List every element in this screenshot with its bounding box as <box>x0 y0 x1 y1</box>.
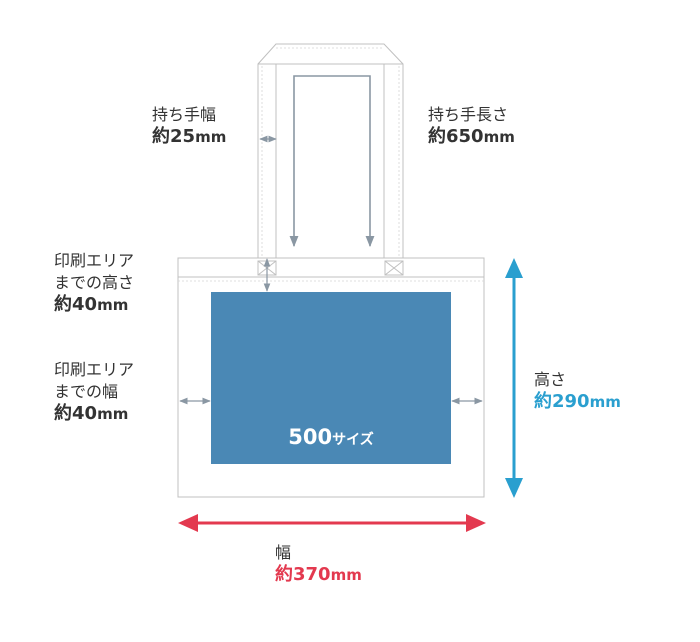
handle-width-label: 持ち手幅 約25mm <box>152 104 226 148</box>
handle-width-value: 約25mm <box>152 126 227 147</box>
bag-width-label: 幅 約370mm <box>275 542 362 586</box>
print-top-label: 印刷エリア までの高さ 約40mm <box>54 250 134 316</box>
print-side-label: 印刷エリア までの幅 約40mm <box>54 359 134 425</box>
handle-outer-outline <box>257 43 404 258</box>
handle-length-arrow <box>289 75 375 248</box>
bag-height-title: 高さ <box>534 370 567 389</box>
print-top-line1: 印刷エリア <box>54 251 135 270</box>
print-area-size-suffix: サイズ <box>332 432 374 448</box>
print-area <box>211 292 451 464</box>
bag-width-arrow <box>178 514 486 532</box>
print-side-value: 約40mm <box>54 403 129 424</box>
print-area-size-label: 500サイズ <box>211 424 451 453</box>
print-area-size-value: 500 <box>288 425 333 449</box>
handle-length-label: 持ち手長さ 約650mm <box>428 104 515 148</box>
handle-length-title: 持ち手長さ <box>428 105 509 124</box>
print-top-line2: までの高さ <box>54 273 135 292</box>
handle-length-value: 約650mm <box>428 126 515 147</box>
bag-height-value: 約290mm <box>534 391 621 412</box>
print-side-line1: 印刷エリア <box>54 360 135 379</box>
bag-width-value: 約370mm <box>275 564 362 585</box>
bag-height-label: 高さ 約290mm <box>534 369 621 413</box>
handle-inner-outline <box>275 63 385 258</box>
bag-height-arrow <box>505 258 523 498</box>
handle-attachment-right <box>384 260 404 276</box>
print-top-value: 約40mm <box>54 294 129 315</box>
print-side-line2: までの幅 <box>54 382 119 401</box>
bag-width-title: 幅 <box>275 543 292 562</box>
handle-width-title: 持ち手幅 <box>152 105 217 124</box>
